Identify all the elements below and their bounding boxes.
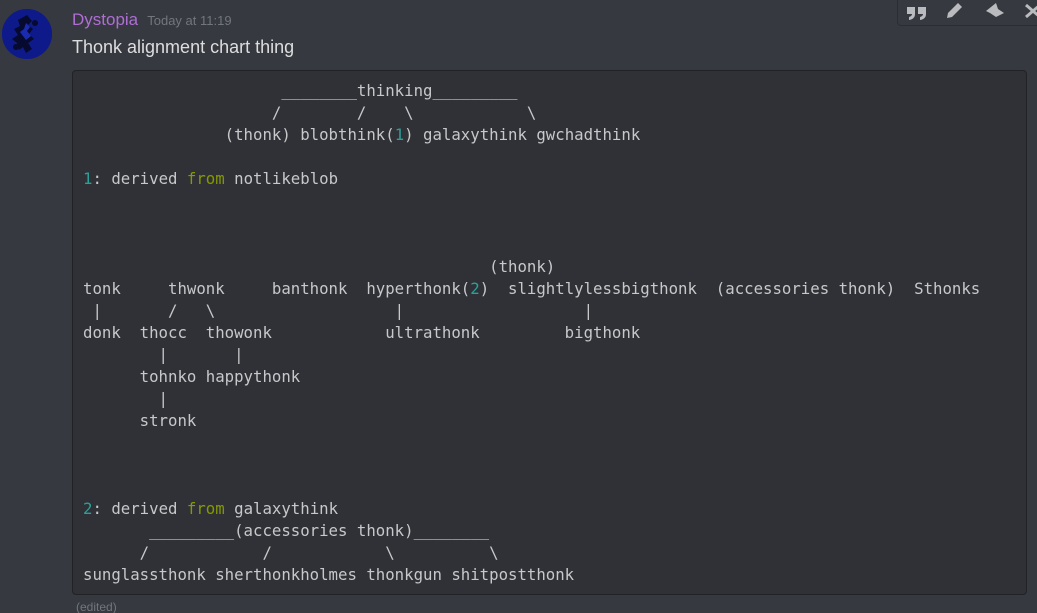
- code-token: : derived: [92, 169, 187, 188]
- code-line: sunglassthonk sherthonkholmes thonkgun s…: [83, 565, 574, 584]
- edit-icon: [947, 3, 962, 18]
- avatar[interactable]: [2, 9, 52, 59]
- quote-icon: [907, 7, 926, 20]
- code-token: stronk: [83, 411, 197, 430]
- code-token: donk thocc thowonk ultrathonk bigthonk: [83, 323, 641, 342]
- close-button[interactable]: [1020, 0, 1037, 23]
- code-token: | |: [83, 345, 244, 364]
- code-line: _________(accessories thonk)________: [83, 521, 489, 540]
- message-text: Thonk alignment chart thing: [72, 37, 295, 57]
- code-line: / / \ \: [83, 543, 499, 562]
- code-token: (thonk): [83, 257, 556, 276]
- code-token: from: [186, 169, 225, 188]
- code-line: | |: [83, 345, 244, 364]
- code-token: notlikeblob: [224, 169, 339, 188]
- code-line: stronk: [83, 411, 197, 430]
- close-icon: [1025, 3, 1037, 19]
- code-token: / / \ \: [83, 103, 537, 122]
- code-content: ________thinking_________ / / \ \ (thonk…: [83, 80, 980, 586]
- code-token: ________thinking_________: [83, 81, 518, 100]
- code-token: 1: [83, 169, 93, 188]
- code-token: ) slightlylessbigthonk (accessories thon…: [479, 279, 981, 298]
- code-token: 2: [470, 279, 480, 298]
- code-token: galaxythink: [224, 499, 339, 518]
- timestamp: Today at 11:19: [147, 13, 232, 28]
- code-line: | / \ | |: [83, 301, 593, 320]
- code-line: tohnko happythonk: [83, 367, 301, 386]
- code-line: 2: derived from galaxythink: [83, 499, 338, 518]
- edited-label: (edited): [76, 600, 117, 613]
- quote-button[interactable]: [904, 0, 930, 23]
- code-block: ________thinking_________ / / \ \ (thonk…: [72, 70, 1027, 595]
- code-token: |: [83, 389, 169, 408]
- code-line: |: [83, 389, 168, 408]
- code-line: 1: derived from notlikeblob: [83, 169, 338, 188]
- code-token: 1: [394, 125, 405, 144]
- code-token: (thonk) blobthink(: [83, 125, 395, 144]
- code-token: from: [186, 499, 225, 518]
- code-token: / / \ \: [83, 543, 499, 562]
- code-token: tohnko happythonk: [83, 367, 301, 386]
- code-token: ) galaxythink gwchadthink: [404, 125, 641, 144]
- message-toolbar: [897, 0, 1037, 26]
- edit-button[interactable]: [942, 0, 968, 23]
- code-line: (thonk): [83, 257, 555, 276]
- pin-button[interactable]: [982, 0, 1008, 23]
- code-line: (thonk) blobthink(1) galaxythink gwchadt…: [83, 125, 641, 144]
- pin-icon: [986, 3, 1004, 17]
- code-line: / / \ \: [83, 103, 536, 122]
- code-line: tonk thwonk banthonk hyperthonk(2) sligh…: [83, 279, 980, 298]
- code-token: | / \ | |: [83, 301, 594, 320]
- code-token: tonk thwonk banthonk hyperthonk(: [83, 279, 471, 298]
- username[interactable]: Dystopia: [72, 10, 139, 29]
- code-token: _________(accessories thonk)________: [83, 521, 490, 540]
- avatar-image: [2, 9, 52, 59]
- code-token: 2: [83, 499, 93, 518]
- code-token: : derived: [92, 499, 187, 518]
- code-token: sunglassthonk sherthonkholmes thonkgun s…: [83, 565, 575, 584]
- code-line: ________thinking_________: [83, 81, 517, 100]
- code-line: donk thocc thowonk ultrathonk bigthonk: [83, 323, 640, 342]
- message-header: Dystopia Today at 11:19: [72, 10, 232, 30]
